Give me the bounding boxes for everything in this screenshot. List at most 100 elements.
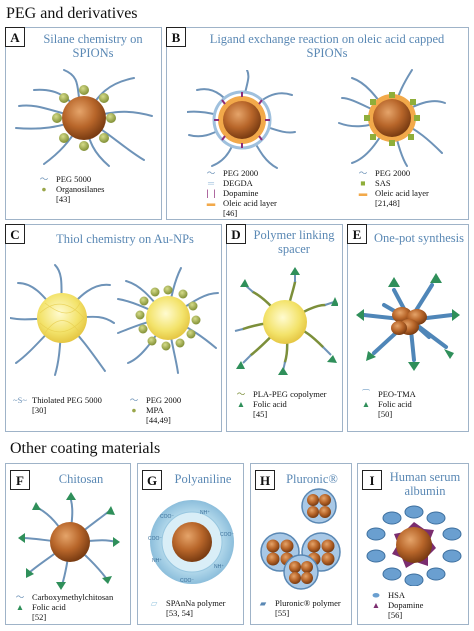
panel-a-legend: 〜 PEG 5000 ● Organosilanes [43] bbox=[36, 174, 105, 204]
panel-a-title: Silane chemistry on SPIONs bbox=[43, 32, 143, 60]
legend-ref-c2: [44,49] bbox=[146, 415, 171, 425]
peg-line-icon: 〜 bbox=[358, 168, 368, 178]
panel-e-legend: ⁀PEO-TMA ▲Folic acid [50] bbox=[358, 389, 416, 419]
legend-ref-d: [45] bbox=[253, 409, 268, 419]
legend-ref-e: [50] bbox=[378, 409, 393, 419]
folic-acid-icon: ▲ bbox=[15, 602, 25, 612]
panel-g-letter: G bbox=[142, 470, 162, 490]
panel-f-legend: 〜 Carboxymethylchitosan ▲ Folic acid [52] bbox=[12, 592, 113, 622]
svg-text:COO⁻: COO⁻ bbox=[160, 514, 174, 520]
panel-c-legend-left: ~S~ Thiolated PEG 5000 [30] bbox=[12, 395, 102, 415]
legend-peg2000-b2: PEG 2000 bbox=[375, 168, 411, 178]
thiol-au-illustration-1 bbox=[10, 263, 115, 378]
albumin-illustration bbox=[364, 504, 464, 586]
polymer-spacer-illustration bbox=[233, 267, 338, 377]
spanna-icon: ▱ bbox=[150, 598, 158, 608]
legend-ref-b1: [46] bbox=[223, 208, 238, 218]
oleic-acid-icon: ▬ bbox=[358, 188, 368, 198]
panel-b-letter: B bbox=[166, 27, 186, 47]
panel-g: G Polyaniline COO⁻ NH⁺ COO⁻ NH⁺ COO⁻ NH⁺ COO… bbox=[137, 463, 244, 625]
thiolated-peg-icon: ~S~ bbox=[13, 395, 27, 405]
organosilane-icon: ● bbox=[41, 184, 47, 194]
legend-ref-i: [56] bbox=[388, 610, 403, 620]
pluronic-icon: ▰ bbox=[259, 598, 267, 608]
panel-d-title: Polymer linking spacer bbox=[253, 228, 335, 256]
section-heading-other-coatings: Other coating materials bbox=[10, 440, 161, 457]
legend-organosilanes: Organosilanes bbox=[56, 184, 105, 194]
legend-oleic-b1: Oleic acid layer bbox=[223, 198, 277, 208]
panel-b-title: Ligand exchange reaction on oleic acid c… bbox=[209, 32, 445, 60]
panel-c: C Thiol chemistry on Au-NPs bbox=[5, 224, 222, 432]
svg-text:NH⁺: NH⁺ bbox=[214, 564, 224, 570]
panel-i: I Human serum albumin ⬬HSA ▲Dopamine [56… bbox=[357, 463, 469, 625]
panel-g-title: Polyaniline bbox=[174, 472, 232, 486]
dopamine-icon: ▲ bbox=[371, 600, 381, 610]
legend-sas: SAS bbox=[375, 178, 391, 188]
panel-d-letter: D bbox=[226, 224, 246, 244]
peg-line-icon: 〜 bbox=[39, 174, 49, 184]
svg-text:COO⁻: COO⁻ bbox=[148, 536, 162, 542]
panel-b: B Ligand exchange reaction on oleic acid… bbox=[166, 27, 469, 220]
peg-line-icon: 〜 bbox=[206, 168, 216, 178]
chitosan-line-icon: 〜 bbox=[15, 592, 25, 602]
legend-ref-f: [52] bbox=[32, 612, 47, 622]
chitosan-illustration bbox=[16, 490, 124, 590]
svg-text:COO⁻: COO⁻ bbox=[220, 532, 234, 538]
svg-text:NH⁺: NH⁺ bbox=[200, 510, 210, 516]
panel-h-legend: ▰ Pluronic® polymer [55] bbox=[255, 598, 341, 618]
ligand-exchange-illustration-1 bbox=[187, 70, 297, 170]
panel-h-letter: H bbox=[255, 470, 275, 490]
panel-i-legend: ⬬HSA ▲Dopamine [56] bbox=[368, 590, 424, 620]
pluronic-illustration bbox=[255, 464, 351, 592]
panel-a: A Silane chemistry on SPIONs bbox=[5, 27, 162, 220]
legend-ref-b2: [21,48] bbox=[375, 198, 400, 208]
sas-icon: ■ bbox=[360, 178, 366, 188]
panel-h-title: Pluronic® bbox=[286, 472, 338, 486]
ligand-exchange-illustration-2 bbox=[337, 68, 447, 168]
panel-e-title: One-pot synthesis bbox=[374, 231, 464, 245]
panel-d: D Polymer linking spacer 〜PLA-PEG copoly… bbox=[226, 224, 343, 432]
panel-a-letter: A bbox=[5, 27, 25, 47]
panel-e: E One-pot synthesis ⁀PEO-TMA ▲Folic acid… bbox=[347, 224, 469, 432]
mpa-icon: ● bbox=[131, 405, 137, 415]
pla-peg-icon: 〜 bbox=[236, 389, 246, 399]
legend-peo-tma: PEO-TMA bbox=[378, 389, 416, 399]
svg-text:NH⁺: NH⁺ bbox=[152, 558, 162, 564]
panel-i-title: Human serum albumin bbox=[389, 470, 461, 498]
degda-line-icon: ═ bbox=[207, 178, 215, 188]
svg-text:COO⁻: COO⁻ bbox=[180, 578, 194, 584]
panel-b-legend-right: 〜 PEG 2000 ■ SAS ▬ Oleic acid layer [21,48] bbox=[355, 168, 429, 208]
legend-peg2000-c: PEG 2000 bbox=[146, 395, 182, 405]
legend-folic-f: Folic acid bbox=[32, 602, 66, 612]
legend-dopamine-i: Dopamine bbox=[388, 600, 424, 610]
legend-folic-d: Folic acid bbox=[253, 399, 287, 409]
legend-ref-g: [53, 54] bbox=[166, 608, 193, 618]
legend-mpa: MPA bbox=[146, 405, 164, 415]
legend-peg2000-b1: PEG 2000 bbox=[223, 168, 259, 178]
panel-f: F Chitosan 〜 Carboxymethylchitosan ▲ Folic… bbox=[5, 463, 131, 625]
silane-spion-illustration bbox=[14, 68, 154, 168]
legend-spanna: SPAnNa polymer bbox=[166, 598, 226, 608]
legend-ref-c1: [30] bbox=[32, 405, 47, 415]
panel-f-title: Chitosan bbox=[58, 472, 104, 486]
legend-pluronic: Pluronic® polymer bbox=[275, 598, 341, 608]
legend-carboxymethylchitosan: Carboxymethylchitosan bbox=[32, 592, 114, 602]
panel-h: H Pluronic® bbox=[250, 463, 352, 625]
legend-degda: DEGDA bbox=[223, 178, 253, 188]
legend-dopamine-b: Dopamine bbox=[223, 188, 259, 198]
legend-ref-h: [55] bbox=[275, 608, 290, 618]
folic-acid-icon: ▲ bbox=[361, 399, 371, 409]
peo-tma-icon: ⁀ bbox=[362, 389, 370, 399]
panel-c-legend-right: 〜 PEG 2000 ● MPA [44,49] bbox=[126, 395, 181, 425]
folic-acid-icon: ▲ bbox=[236, 399, 246, 409]
legend-oleic-b2: Oleic acid layer bbox=[375, 188, 429, 198]
legend-peg5000: PEG 5000 bbox=[56, 174, 92, 184]
peg-line-icon: 〜 bbox=[129, 395, 139, 405]
panel-i-letter: I bbox=[362, 470, 382, 490]
one-pot-illustration bbox=[354, 265, 466, 375]
legend-ref-a: [43] bbox=[56, 194, 71, 204]
panel-f-letter: F bbox=[10, 470, 30, 490]
dopamine-icon: ❘❘ bbox=[203, 188, 219, 198]
legend-thiolated-peg: Thiolated PEG 5000 bbox=[32, 395, 102, 405]
legend-hsa: HSA bbox=[388, 590, 406, 600]
